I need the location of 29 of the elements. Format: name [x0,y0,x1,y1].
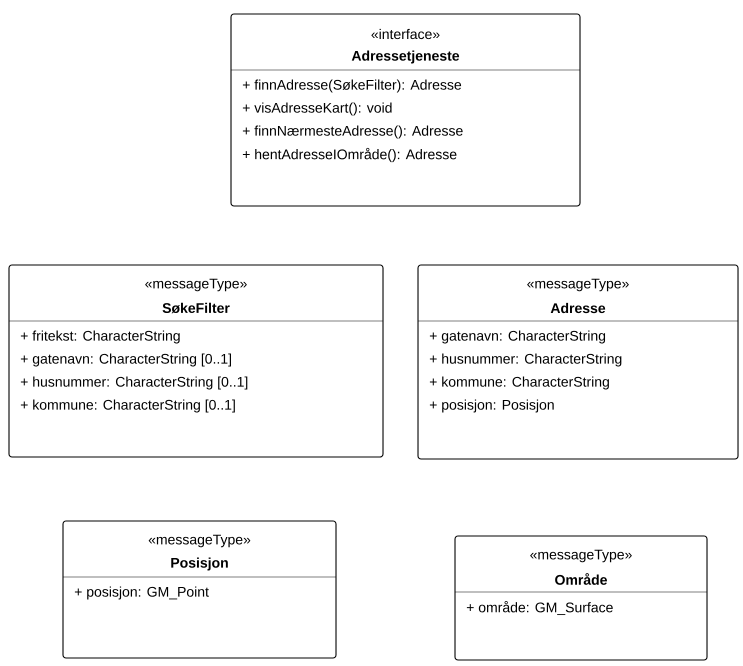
member-text: + gatenavn: CharacterString [0..1] [20,353,231,367]
member-text: + hentAdresseIOmråde(): Adresse [242,148,456,162]
member-text: + kommune: CharacterString [430,376,609,390]
member-text: + visAdresseKart(): void [242,102,392,116]
stereotype-label: «messageType» [145,278,247,292]
class-name: Posisjon [171,557,228,571]
member-text: + posisjon: GM_Point [74,586,209,600]
member-text: + posisjon: Posisjon [430,399,554,413]
class-name: SøkeFilter [162,302,230,314]
class-name: Adresse [550,302,606,314]
stereotype-label: «interface» [371,28,440,40]
class-name: Område [555,573,607,585]
member-text: + kommune: CharacterString [0..1] [20,399,235,413]
member-text: + finnAdresse(SøkeFilter): Adresse [242,79,462,93]
member-text: + fritekst: CharacterString [20,330,180,344]
stereotype-label: «messageType» [530,550,632,562]
class-box [8,264,384,458]
member-text: + husnummer: CharacterString [0..1] [20,376,248,390]
stereotype-label: «messageType» [527,278,629,292]
member-text: + husnummer: CharacterString [430,353,622,367]
class-box [454,535,708,661]
stereotype-label: «messageType» [148,534,250,548]
member-text: + gatenavn: CharacterString [430,330,606,344]
class-name: Adressetjeneste [352,50,460,64]
member-text: + finnNærmesteAdresse(): Adresse [242,125,463,139]
class-box [230,13,581,207]
class-box [62,520,337,659]
class-box [417,264,739,460]
member-text: + område: GM_Surface [466,600,613,616]
